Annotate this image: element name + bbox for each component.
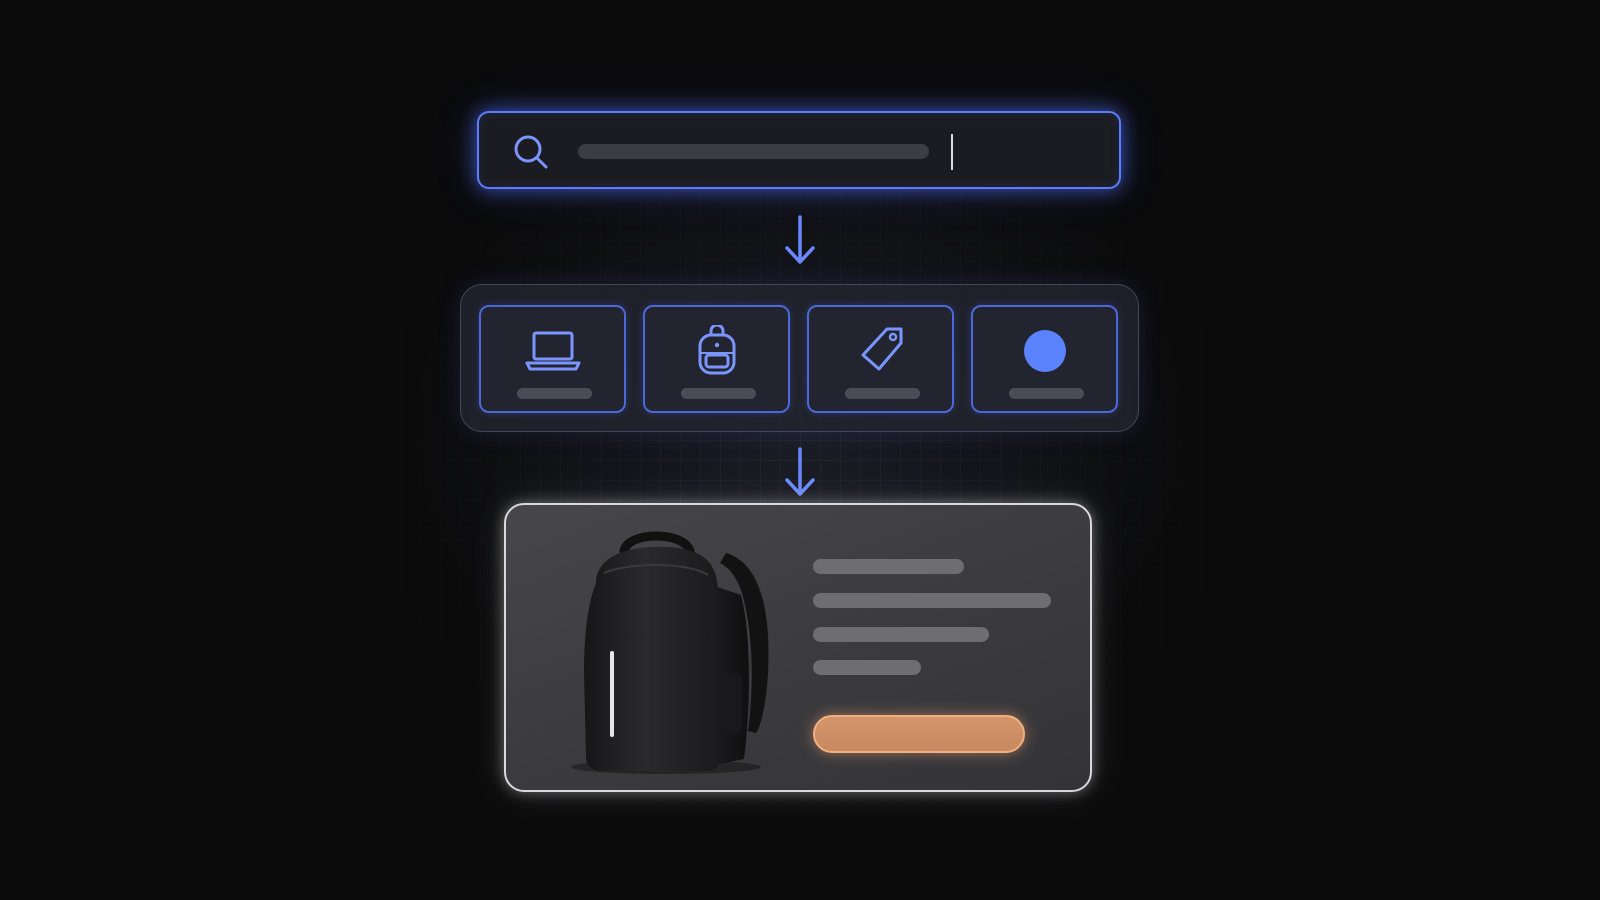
category-label bbox=[681, 388, 756, 399]
laptop-icon bbox=[525, 331, 580, 371]
category-filter-row bbox=[460, 284, 1139, 432]
category-tile-tag[interactable] bbox=[807, 305, 954, 413]
category-tile-laptop[interactable] bbox=[479, 305, 626, 413]
category-label bbox=[517, 388, 592, 399]
product-detail-line bbox=[813, 627, 989, 642]
product-title bbox=[813, 559, 964, 574]
product-card[interactable] bbox=[504, 503, 1092, 792]
search-icon bbox=[514, 135, 548, 169]
search-bar[interactable] bbox=[477, 111, 1121, 189]
search-input[interactable] bbox=[578, 144, 929, 159]
arrow-down-icon bbox=[785, 215, 815, 264]
backpack-icon bbox=[698, 325, 735, 375]
circle-icon bbox=[1023, 330, 1066, 372]
tag-icon bbox=[861, 327, 902, 371]
category-label bbox=[845, 388, 920, 399]
category-label bbox=[1009, 388, 1084, 399]
add-to-cart-button[interactable] bbox=[813, 715, 1025, 753]
product-detail-line bbox=[813, 593, 1051, 608]
backpack-product-image bbox=[571, 531, 769, 774]
product-detail-line bbox=[813, 660, 921, 675]
text-cursor bbox=[951, 134, 953, 170]
arrow-down-icon bbox=[785, 447, 815, 496]
category-tile-backpack[interactable] bbox=[643, 305, 790, 413]
category-tile-other[interactable] bbox=[971, 305, 1118, 413]
